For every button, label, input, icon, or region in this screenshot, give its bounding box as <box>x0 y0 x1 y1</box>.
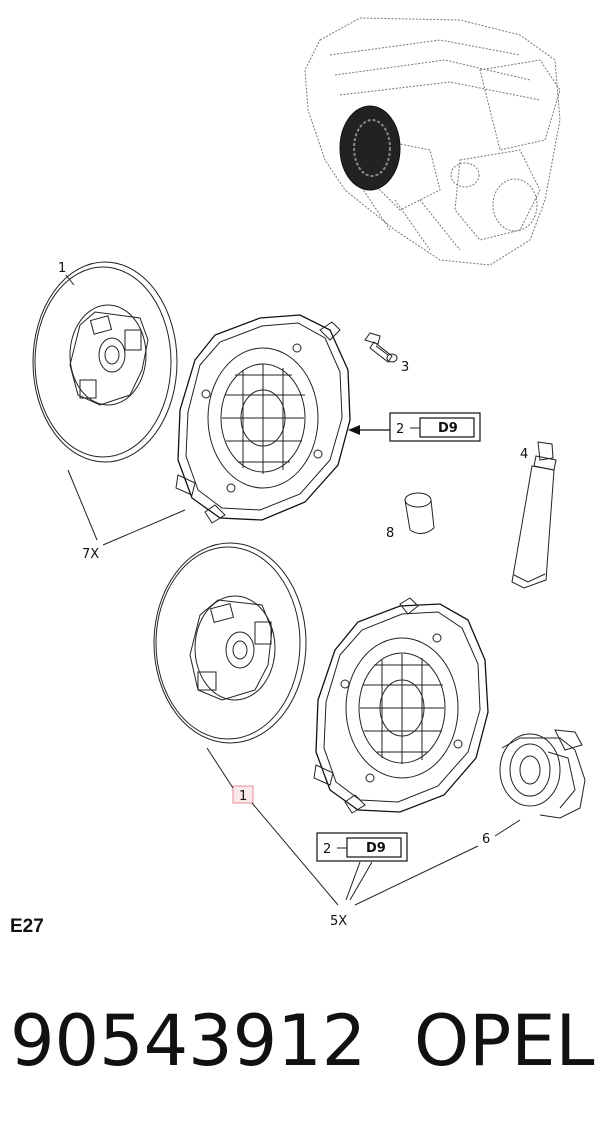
brand-name: OPEL <box>414 1000 595 1082</box>
ref-box-bottom-code: D9 <box>366 841 386 856</box>
callout-5x: 5X <box>330 914 347 929</box>
leader-7x: 7X <box>67 469 186 562</box>
ref-box-top: 2 D9 <box>348 412 481 442</box>
bushing-part: 8 <box>386 492 435 541</box>
ref-box-bottom-qty: 2 <box>323 842 331 857</box>
engine-illustration <box>304 17 561 266</box>
leader-5x: 5X <box>206 747 479 929</box>
clutch-disc-top: 1 <box>32 261 178 463</box>
part-number: 90543912 <box>10 1000 367 1082</box>
ref-box-top-code: D9 <box>438 421 458 436</box>
callout-1-highlight: 1 <box>232 785 254 804</box>
callout-4: 4 <box>520 447 528 462</box>
diagram-code: E27 <box>10 916 44 937</box>
pressure-plate-bottom <box>313 597 489 814</box>
callout-7x: 7X <box>82 547 99 562</box>
callout-8: 8 <box>386 526 394 541</box>
ref-box-bottom: 2 D9 <box>316 832 408 862</box>
callout-1-top: 1 <box>58 261 66 276</box>
callout-6: 6 <box>482 832 490 847</box>
grease-tube: 4 <box>511 441 557 589</box>
release-bearing: 6 <box>482 729 586 847</box>
callout-1-highlight-label: 1 <box>239 789 247 804</box>
bolt-part: 3 <box>364 332 409 375</box>
callout-3: 3 <box>401 360 409 375</box>
pressure-plate-top <box>175 314 351 524</box>
ref-box-top-qty: 2 <box>396 422 404 437</box>
clutch-disc-bottom <box>153 542 307 744</box>
clutch-exploded-diagram: 1 7X 3 2 D9 <box>32 17 586 929</box>
